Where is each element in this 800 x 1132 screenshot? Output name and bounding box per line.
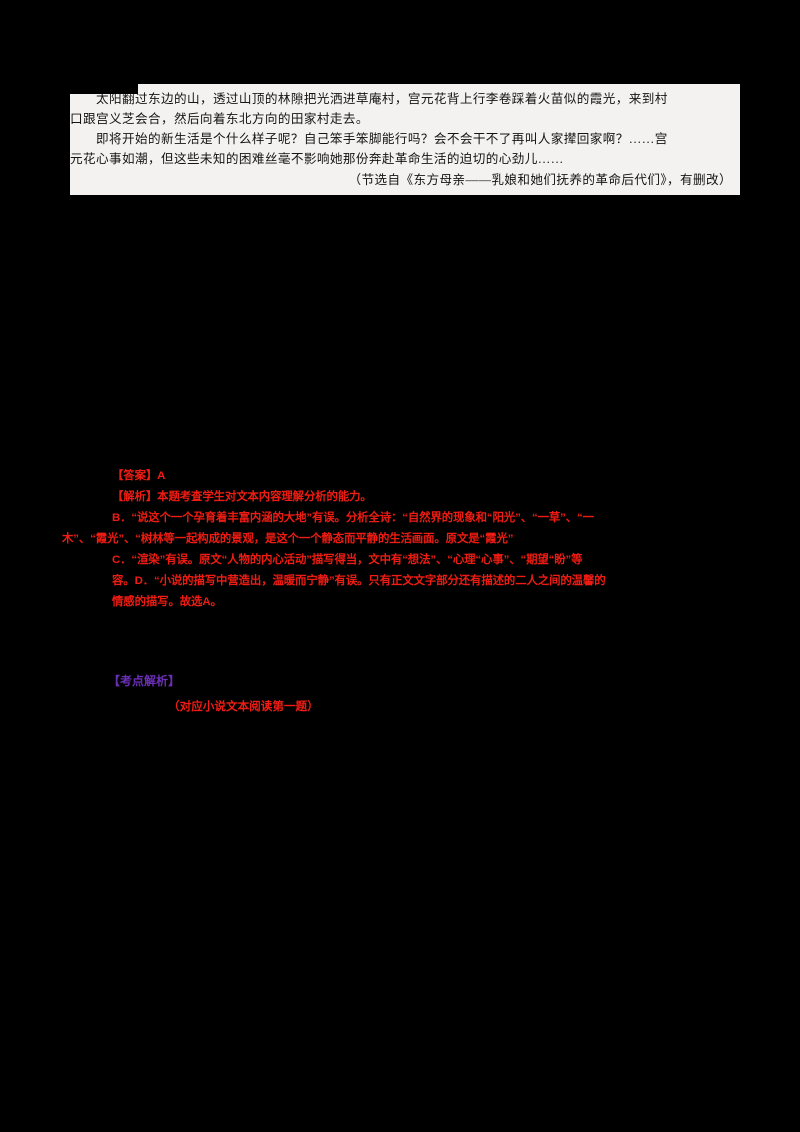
question-reference-note: （对应小说文本阅读第一题） — [168, 700, 319, 713]
answer-line: 【解析】本题考查学生对文本内容理解分析的能力。 — [112, 491, 372, 503]
passage-attribution: （节选自《东方母亲——乳娘和她们抚养的革命后代们》，有删改） — [348, 173, 732, 187]
passage-line: 即将开始的新生活是个什么样子呢？自己笨手笨脚能行吗？会不会干不了再叫人家撵回家啊… — [70, 129, 740, 149]
answer-line: 情感的描写。故选A。 — [112, 596, 222, 608]
answer-line: 【答案】A — [112, 470, 166, 482]
passage-line: 口跟宫义芝会合，然后向着东北方向的田家村走去。 — [70, 109, 740, 129]
passage-line: 元花心事如潮，但这些未知的困难丝毫不影响她那份奔赴革命生活的迫切的心劲儿…… — [70, 149, 740, 169]
answer-key-block: 【答案】A 【解析】本题考查学生对文本内容理解分析的能力。 B．“说这个一个孕育… — [0, 466, 800, 613]
scan-edge-notch — [70, 84, 138, 94]
passage-attribution-strip: （节选自《东方母亲——乳娘和她们抚养的革命后代们》，有删改） — [220, 168, 740, 194]
answer-line: 容。D．“小说的描写中营造出，温暖而宁静”有误。只有正文文字部分还有描述的二人之… — [112, 575, 606, 587]
answer-line: 木”、“霞光”、“树林等一起构成的景观，是这个一个静态而平静的生活画面。原文是“… — [62, 533, 514, 545]
scanned-passage-block: 太阳翻过东边的山，透过山顶的林隙把光洒进草庵村，宫元花背上行李卷踩着火苗似的霞光… — [70, 84, 740, 195]
section-heading: 【考点解析】 — [108, 674, 181, 688]
answer-line: B．“说这个一个孕育着丰富内涵的大地”有误。分析全诗：“自然界的现象和“阳光”、… — [112, 512, 594, 524]
answer-line: C．“渲染”有误。原文“人物的内心活动”描写得当，文中有“想法”、“心理“心事”… — [112, 554, 583, 566]
passage-line: 太阳翻过东边的山，透过山顶的林隙把光洒进草庵村，宫元花背上行李卷踩着火苗似的霞光… — [70, 84, 740, 109]
